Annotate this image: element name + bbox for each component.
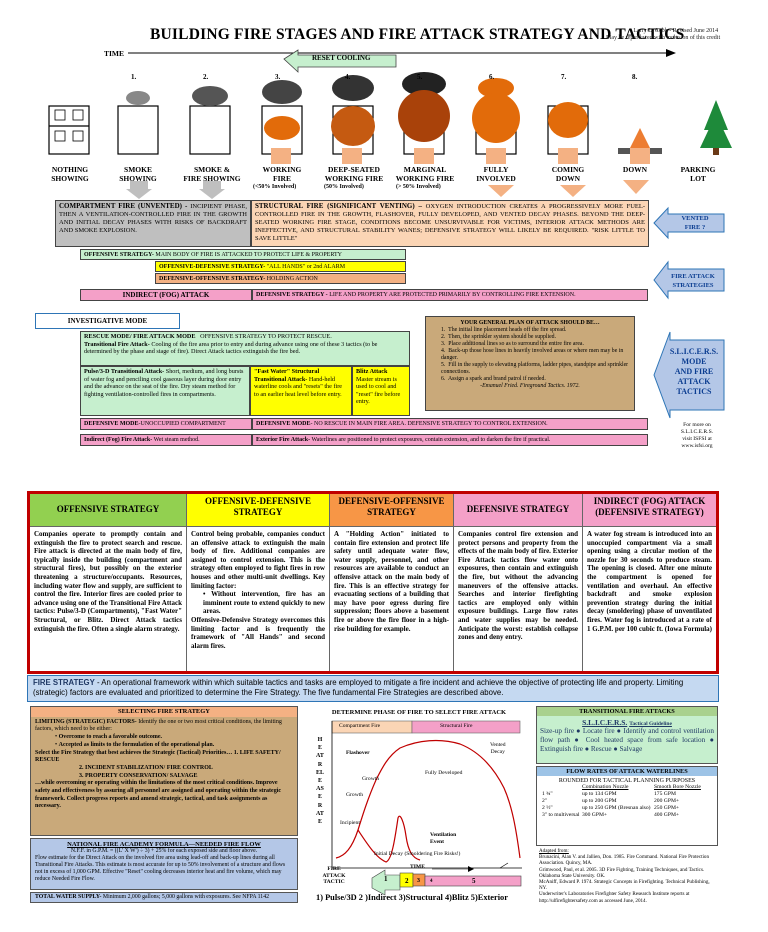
col-offensive-head: OFFENSIVE STRATEGY — [30, 494, 187, 527]
investigative-mode: INVESTIGATIVE MODE — [35, 313, 180, 329]
graph-flashover: Flashover — [346, 750, 370, 756]
step-1: 1 — [384, 875, 388, 883]
stage-nothing-showing: NOTHING SHOWING — [51, 165, 89, 183]
compartment-fire-box: COMPARTMENT FIRE (UNVENTED) - INCIPIENT … — [55, 200, 251, 247]
col-def-off-head: DEFENSIVE-OFFENSIVE STRATEGY — [330, 494, 454, 527]
graph-initial-decay: Initial Decay (Smoldering Fire Risks!) — [374, 851, 461, 857]
graph-title: DETERMINE PHASE OF FIRE TO SELECT FIRE A… — [331, 709, 507, 716]
stage-smoke-showing: SMOKE SHOWING — [119, 165, 157, 183]
graph-incipient: Incipient — [340, 820, 360, 826]
graph-tactic-legend: 1) Pulse/3D 2 )Indirect 3)Structural 4)B… — [316, 893, 508, 902]
rescue-mode-box: RESCUE MODE/ FIRE ATTACK MODE OFFENSIVE … — [80, 331, 410, 366]
step-5: 5 — [472, 877, 476, 885]
exterior-fire-attack: Exterior Fire Attack- Waterlines are pos… — [252, 434, 648, 446]
col-off-def-text: Control being probable, companies conduc… — [187, 527, 330, 671]
defensive-mode-left: DEFENSIVE MODE-UNOCCUPIED COMPARTMENT — [80, 418, 252, 430]
arrow-stage-2 — [130, 181, 148, 189]
nfa-formula-box: NATIONAL FIRE ACADEMY FORMULA—NEEDED FIR… — [30, 838, 298, 890]
stage-down: DOWN — [622, 165, 648, 174]
step-2: 2 — [405, 877, 409, 885]
flow-rates-box: FLOW RATES OF ATTACK WATERLINES ROUNDED … — [536, 766, 718, 846]
fast-water-box: "Fast Water" Structural Transitional Att… — [250, 366, 352, 416]
col-defensive-head: DEFENSIVE STRATEGY — [454, 494, 583, 527]
graph-structural-label: Structural Fire — [440, 723, 473, 729]
graph-growth-2: Growth — [346, 792, 364, 798]
col-off-def-head: OFFENSIVE-DEFENSIVE STRATEGY — [187, 494, 330, 527]
off-def-bar: OFFENSIVE-DEFENSIVE STRATEGY- "ALL HANDS… — [155, 261, 406, 272]
col-def-off-text: A "Holding Action" initiated to contain … — [330, 527, 454, 671]
graph-ventilation-event: Ventilation Event — [430, 832, 457, 845]
fire-strategy-definition: FIRE STRATEGY - An operational framework… — [27, 675, 719, 702]
flow-row: 2 ½"up to 250 GPM (Bresnan also)250 GPM+ — [542, 805, 680, 811]
fire-attack-strategies-label: FIRE ATTACK STRATEGIES — [671, 273, 715, 289]
col-indirect-head: INDIRECT (FOG) ATTACK (DEFENSIVE STRATEG… — [583, 494, 716, 527]
structural-fire-box: STRUCTURAL FIRE (SIGNIFICANT VENTING) – … — [251, 200, 649, 247]
fire-attack-strategies-arrow — [653, 260, 725, 300]
references: Adapted from: Brunacini, Alan V. and Jal… — [539, 848, 710, 904]
fire-attack-tactic-label: FIRE ATTACK TACTIC — [322, 866, 346, 886]
stage-working-fire: WORKING FIRE — [262, 165, 302, 183]
timeline-arrows — [128, 49, 676, 73]
slicers-mode-label: S.L.I.C.E.R.S. MODE AND FIRE ATTACK TACT… — [669, 347, 719, 396]
stage-fully-involved: FULLY INVOLVED — [476, 165, 516, 183]
offensive-bar: OFFENSIVE STRATEGY- MAIN BODY OF FIRE IS… — [80, 249, 406, 260]
vented-fire-arrow — [653, 206, 725, 240]
more-info-text: For more on S.L.I.C.E.R.S. visit ISFSI a… — [680, 422, 714, 449]
stage-coming-down: COMING DOWN — [551, 165, 585, 183]
graph-growth-1: Growth — [362, 776, 380, 782]
step-3: 3 — [417, 878, 420, 884]
col-offensive-text: Companies operate to promptly contain an… — [30, 527, 187, 671]
slicers-arrow — [653, 331, 725, 419]
fire-phase-graph — [331, 720, 522, 896]
stage-parking-lot: PARKING LOT — [680, 165, 716, 183]
indirect-bar: INDIRECT (FOG) ATTACK — [80, 289, 252, 301]
defensive-mode-right: DEFENSIVE MODE- NO RESCUE IN MAIN FIRE A… — [252, 418, 648, 430]
page-title: BUILDING FIRE STAGES AND FIRE ATTACK STR… — [150, 26, 685, 43]
reset-cooling-label: RESET COOLING — [312, 54, 371, 62]
graph-vented-decay: Vented Decay — [490, 742, 506, 755]
transitional-fire-attacks-box: TRANSITIONAL FIRE ATTACKS S.L.I.C.E.R.S.… — [536, 706, 718, 764]
col-indirect-text: A water fog stream is introduced into an… — [587, 530, 713, 633]
defensive-bar: DEFENSIVE STRATEGY - LIFE AND PROPERTY A… — [252, 289, 648, 301]
def-off-bar: DEFENSIVE-OFFENSIVE STRATEGY- HOLDING AC… — [155, 273, 406, 284]
step-4: 4 — [430, 879, 433, 884]
selecting-fire-strategy-box: SELECTING FIRE STRATEGY LIMITING (STRATE… — [30, 706, 298, 836]
graph-time-label: TIME — [410, 864, 425, 870]
total-water-supply: TOTAL WATER SUPPLY- Minimum 2,000 gallon… — [30, 892, 298, 903]
stage-marginal: MARGINAL WORKING FIRE — [395, 165, 455, 183]
pulse-attack-box: Pulse/3-D Transitional Attack- Short, me… — [80, 366, 250, 416]
graph-vertical-label: HEAT RELEASE RATE — [316, 737, 325, 826]
graph-fully-developed: Fully Developed — [425, 770, 463, 776]
stage-smoke-fire-showing: SMOKE & FIRE SHOWING — [183, 165, 241, 183]
blitz-attack-box: Blitz Attack Master stream is used to co… — [352, 366, 410, 416]
vented-fire-label: VENTED FIRE ? — [681, 215, 709, 231]
col-defensive-text: Companies control fire extension and pro… — [454, 527, 583, 671]
stage-deep-seated: DEEP-SEATED WORKING FIRE — [324, 165, 384, 183]
strategy-columns: OFFENSIVE STRATEGY OFFENSIVE-DEFENSIVE S… — [27, 491, 719, 674]
time-label: TIME — [104, 49, 125, 58]
building-stages-illustration — [48, 72, 732, 155]
indirect-fog-attack: Indirect (Fog) Fire Attack- Wet steam me… — [80, 434, 252, 446]
general-plan-box: YOUR GENERAL PLAN OF ATTACK SHOULD BE… 1… — [425, 316, 635, 411]
graph-compartment-label: Compartment Fire — [339, 723, 381, 729]
